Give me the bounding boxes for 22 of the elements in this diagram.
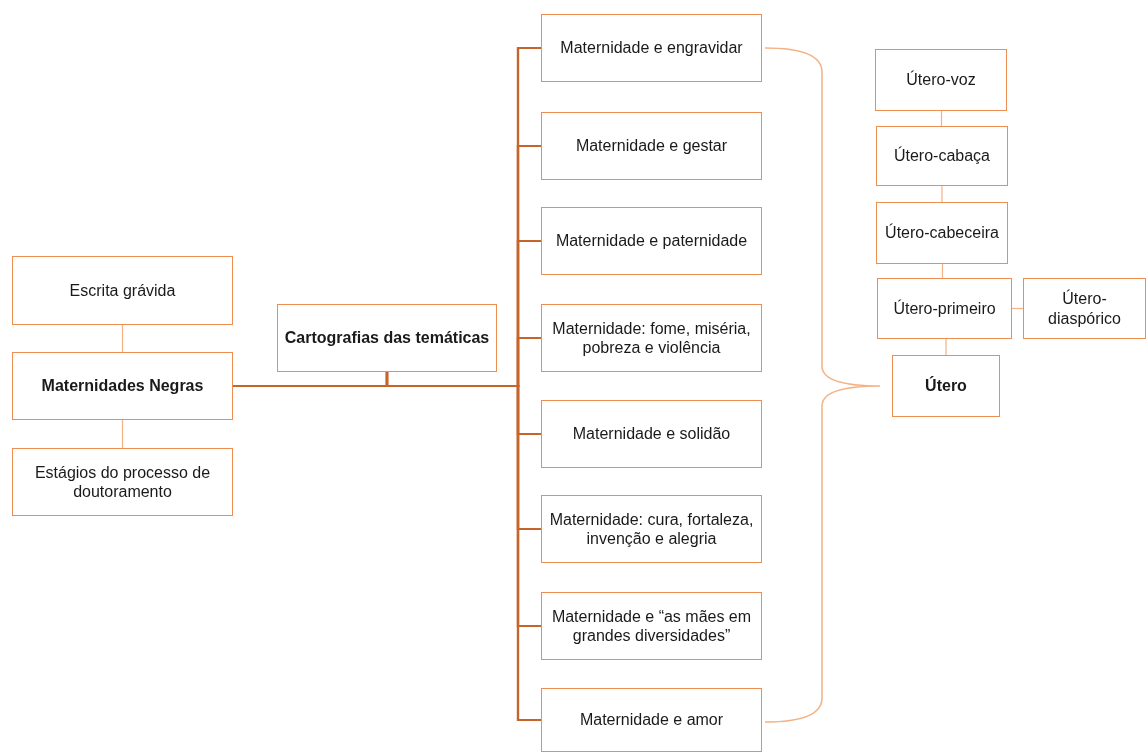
topic-box: Maternidade e gestar xyxy=(541,112,762,180)
topic-box: Útero-primeiro xyxy=(877,278,1012,339)
topic-box: Escrita grávida xyxy=(12,256,233,325)
topic-box: Maternidade e “as mães em grandes diversidades” xyxy=(541,592,762,660)
topic-box: Estágios do processo de doutoramento xyxy=(12,448,233,516)
connector-line xyxy=(941,185,943,203)
topic-box: Maternidade e amor xyxy=(541,688,762,752)
topic-box: Útero-cabeceira xyxy=(876,202,1008,264)
topic-box: Maternidade: cura, fortaleza, invenção e alegria xyxy=(541,495,762,563)
connector-line xyxy=(945,338,947,356)
central-topic-box: Maternidades Negras xyxy=(12,352,233,420)
topic-box: Maternidade e paternidade xyxy=(541,207,762,275)
central-topic-box: Útero xyxy=(892,355,1000,417)
topic-box: Útero-voz xyxy=(875,49,1007,111)
topic-box: Útero-cabaça xyxy=(876,126,1008,186)
topic-box: Útero-diaspórico xyxy=(1023,278,1146,339)
connector-line xyxy=(121,419,124,449)
connector-line xyxy=(121,324,124,353)
topic-box: Maternidade e solidão xyxy=(541,400,762,468)
topic-box: Maternidade e engravidar xyxy=(541,14,762,82)
topic-box: Cartografias das temáticas xyxy=(277,304,497,372)
topic-box: Maternidade: fome, miséria, pobreza e violência xyxy=(541,304,762,372)
